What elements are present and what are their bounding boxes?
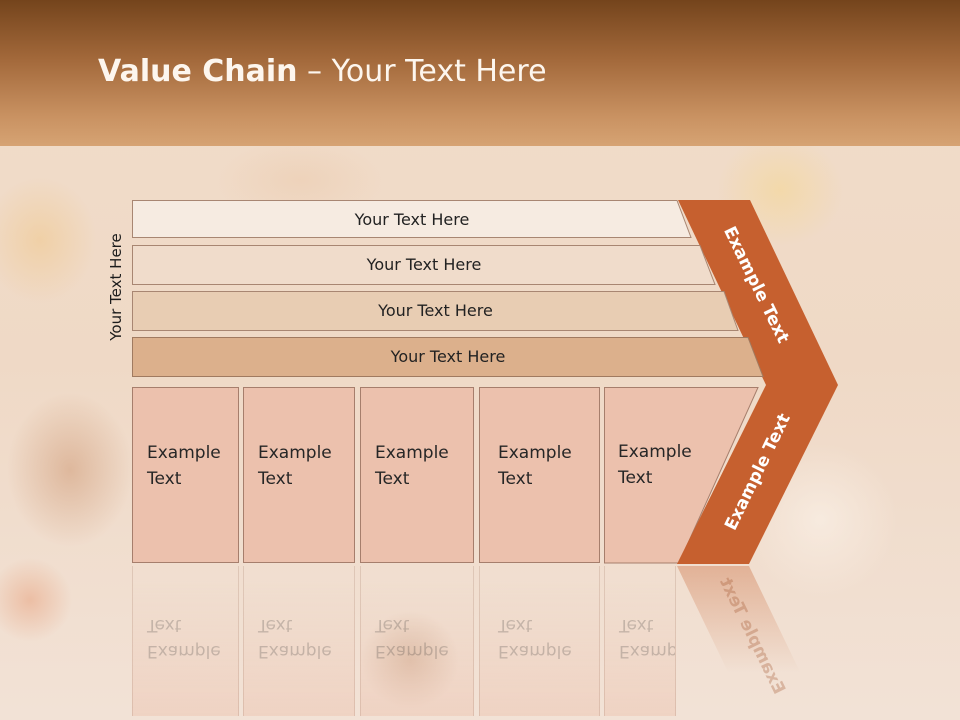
primary-box-1-line2: Text	[147, 469, 182, 489]
support-bar-3[interactable]: Your Text Here	[132, 291, 739, 331]
primary-box-5-line1: Example	[618, 442, 692, 462]
primary-box-3-line2: Text	[375, 469, 410, 489]
slide-title: Value Chain – Your Text Here	[98, 54, 547, 89]
primary-box-5[interactable]: Example Text	[604, 387, 714, 563]
primary-box-4[interactable]: Example Text	[479, 387, 600, 563]
primary-box-5-line2: Text	[618, 468, 653, 488]
primary-box-3-line1: Example	[375, 443, 449, 463]
support-bar-1[interactable]: Your Text Here	[132, 200, 692, 238]
primary-box-2-line1: Example	[258, 443, 332, 463]
header-band	[0, 0, 960, 146]
primary-box-1-line1: Example	[147, 443, 221, 463]
title-bold: Value Chain	[98, 54, 298, 89]
primary-box-2-line2: Text	[258, 469, 293, 489]
primary-box-1[interactable]: Example Text	[132, 387, 239, 563]
support-bar-2[interactable]: Your Text Here	[132, 245, 716, 285]
support-bar-3-label: Your Text Here	[378, 300, 493, 320]
support-bar-1-label: Your Text Here	[354, 209, 470, 229]
primary-box-4-line1: Example	[498, 443, 572, 463]
support-bar-4-label: Your Text Here	[390, 346, 506, 366]
primary-box-4-line2: Text	[498, 469, 533, 489]
support-bar-4[interactable]: Your Text Here	[132, 337, 764, 377]
vertical-label: Your Text Here	[107, 233, 125, 341]
support-bar-2-label: Your Text Here	[366, 254, 482, 274]
primary-box-2[interactable]: Example Text	[243, 387, 355, 563]
title-rest: – Your Text Here	[297, 54, 547, 89]
primary-box-3[interactable]: Example Text	[360, 387, 474, 563]
